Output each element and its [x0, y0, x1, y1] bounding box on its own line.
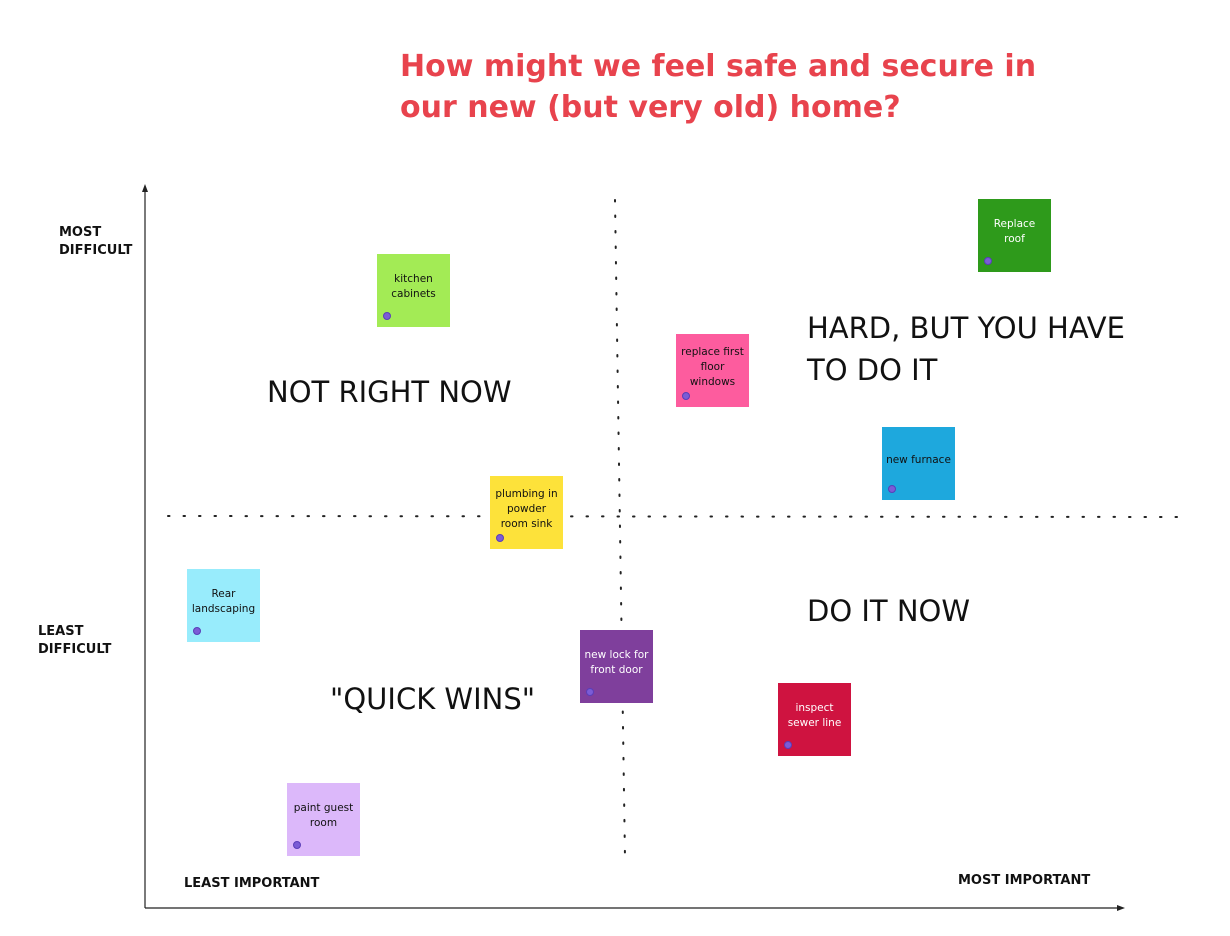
sticky-note-inspect-sewer[interactable]: inspect sewer line	[778, 683, 851, 756]
title-line-2: our new (but very old) home?	[400, 90, 901, 125]
sticky-note-text: plumbing in powder room sink	[495, 487, 558, 530]
y-axis-label-bottom: LEAST DIFFICULT	[38, 624, 112, 657]
author-dot-icon	[682, 392, 690, 400]
y-axis-label-top: MOST DIFFICULT	[59, 225, 133, 258]
vertical-divider	[614, 199, 626, 859]
sticky-note-replace-roof[interactable]: Replace roof	[978, 199, 1051, 272]
author-dot-icon	[888, 485, 896, 493]
author-dot-icon	[586, 688, 594, 696]
y-axis-arrow	[142, 184, 148, 192]
sticky-note-kitchen-cabinets[interactable]: kitchen cabinets	[377, 254, 450, 327]
sticky-note-text: paint guest room	[293, 802, 354, 829]
author-dot-icon	[984, 257, 992, 265]
sticky-note-new-lock[interactable]: new lock for front door	[580, 630, 653, 703]
title-line-1: How might we feel safe and secure in	[400, 49, 1037, 84]
sticky-note-text: new lock for front door	[584, 649, 649, 676]
quadrant-label-not-right-now: NOT RIGHT NOW	[267, 375, 512, 409]
sticky-note-plumbing[interactable]: plumbing in powder room sink	[490, 476, 563, 549]
horizontal-divider	[167, 515, 1191, 518]
x-axis-label-right: MOST IMPORTANT	[958, 873, 1091, 888]
sticky-note-text: kitchen cabinets	[391, 273, 436, 300]
quadrant-label-hard-but-you-have-to: HARD, BUT YOU HAVE TO DO IT	[807, 311, 1125, 387]
sticky-note-text: inspect sewer line	[787, 702, 842, 729]
quadrant-label-quick-wins: "QUICK WINS"	[330, 682, 536, 716]
author-dot-icon	[784, 741, 792, 749]
sticky-note-new-furnace[interactable]: new furnace	[882, 427, 955, 500]
author-dot-icon	[496, 534, 504, 542]
sticky-note-text: new furnace	[886, 453, 951, 466]
sticky-note-rear-landscaping[interactable]: Rear landscaping	[187, 569, 260, 642]
author-dot-icon	[293, 841, 301, 849]
sticky-note-text: Replace roof	[993, 218, 1036, 245]
sticky-note-paint-guest-room[interactable]: paint guest room	[287, 783, 360, 856]
sticky-note-replace-windows[interactable]: replace first floor windows	[676, 334, 749, 407]
sticky-note-text: Rear landscaping	[191, 588, 256, 615]
author-dot-icon	[193, 627, 201, 635]
x-axis-arrow	[1117, 905, 1125, 911]
quadrant-label-do-it-now: DO IT NOW	[807, 594, 971, 628]
sticky-note-text: replace first floor windows	[681, 345, 744, 388]
board-title: How might we feel safe and secure in our…	[400, 46, 1100, 128]
x-axis-label-left: LEAST IMPORTANT	[184, 876, 320, 891]
author-dot-icon	[383, 312, 391, 320]
